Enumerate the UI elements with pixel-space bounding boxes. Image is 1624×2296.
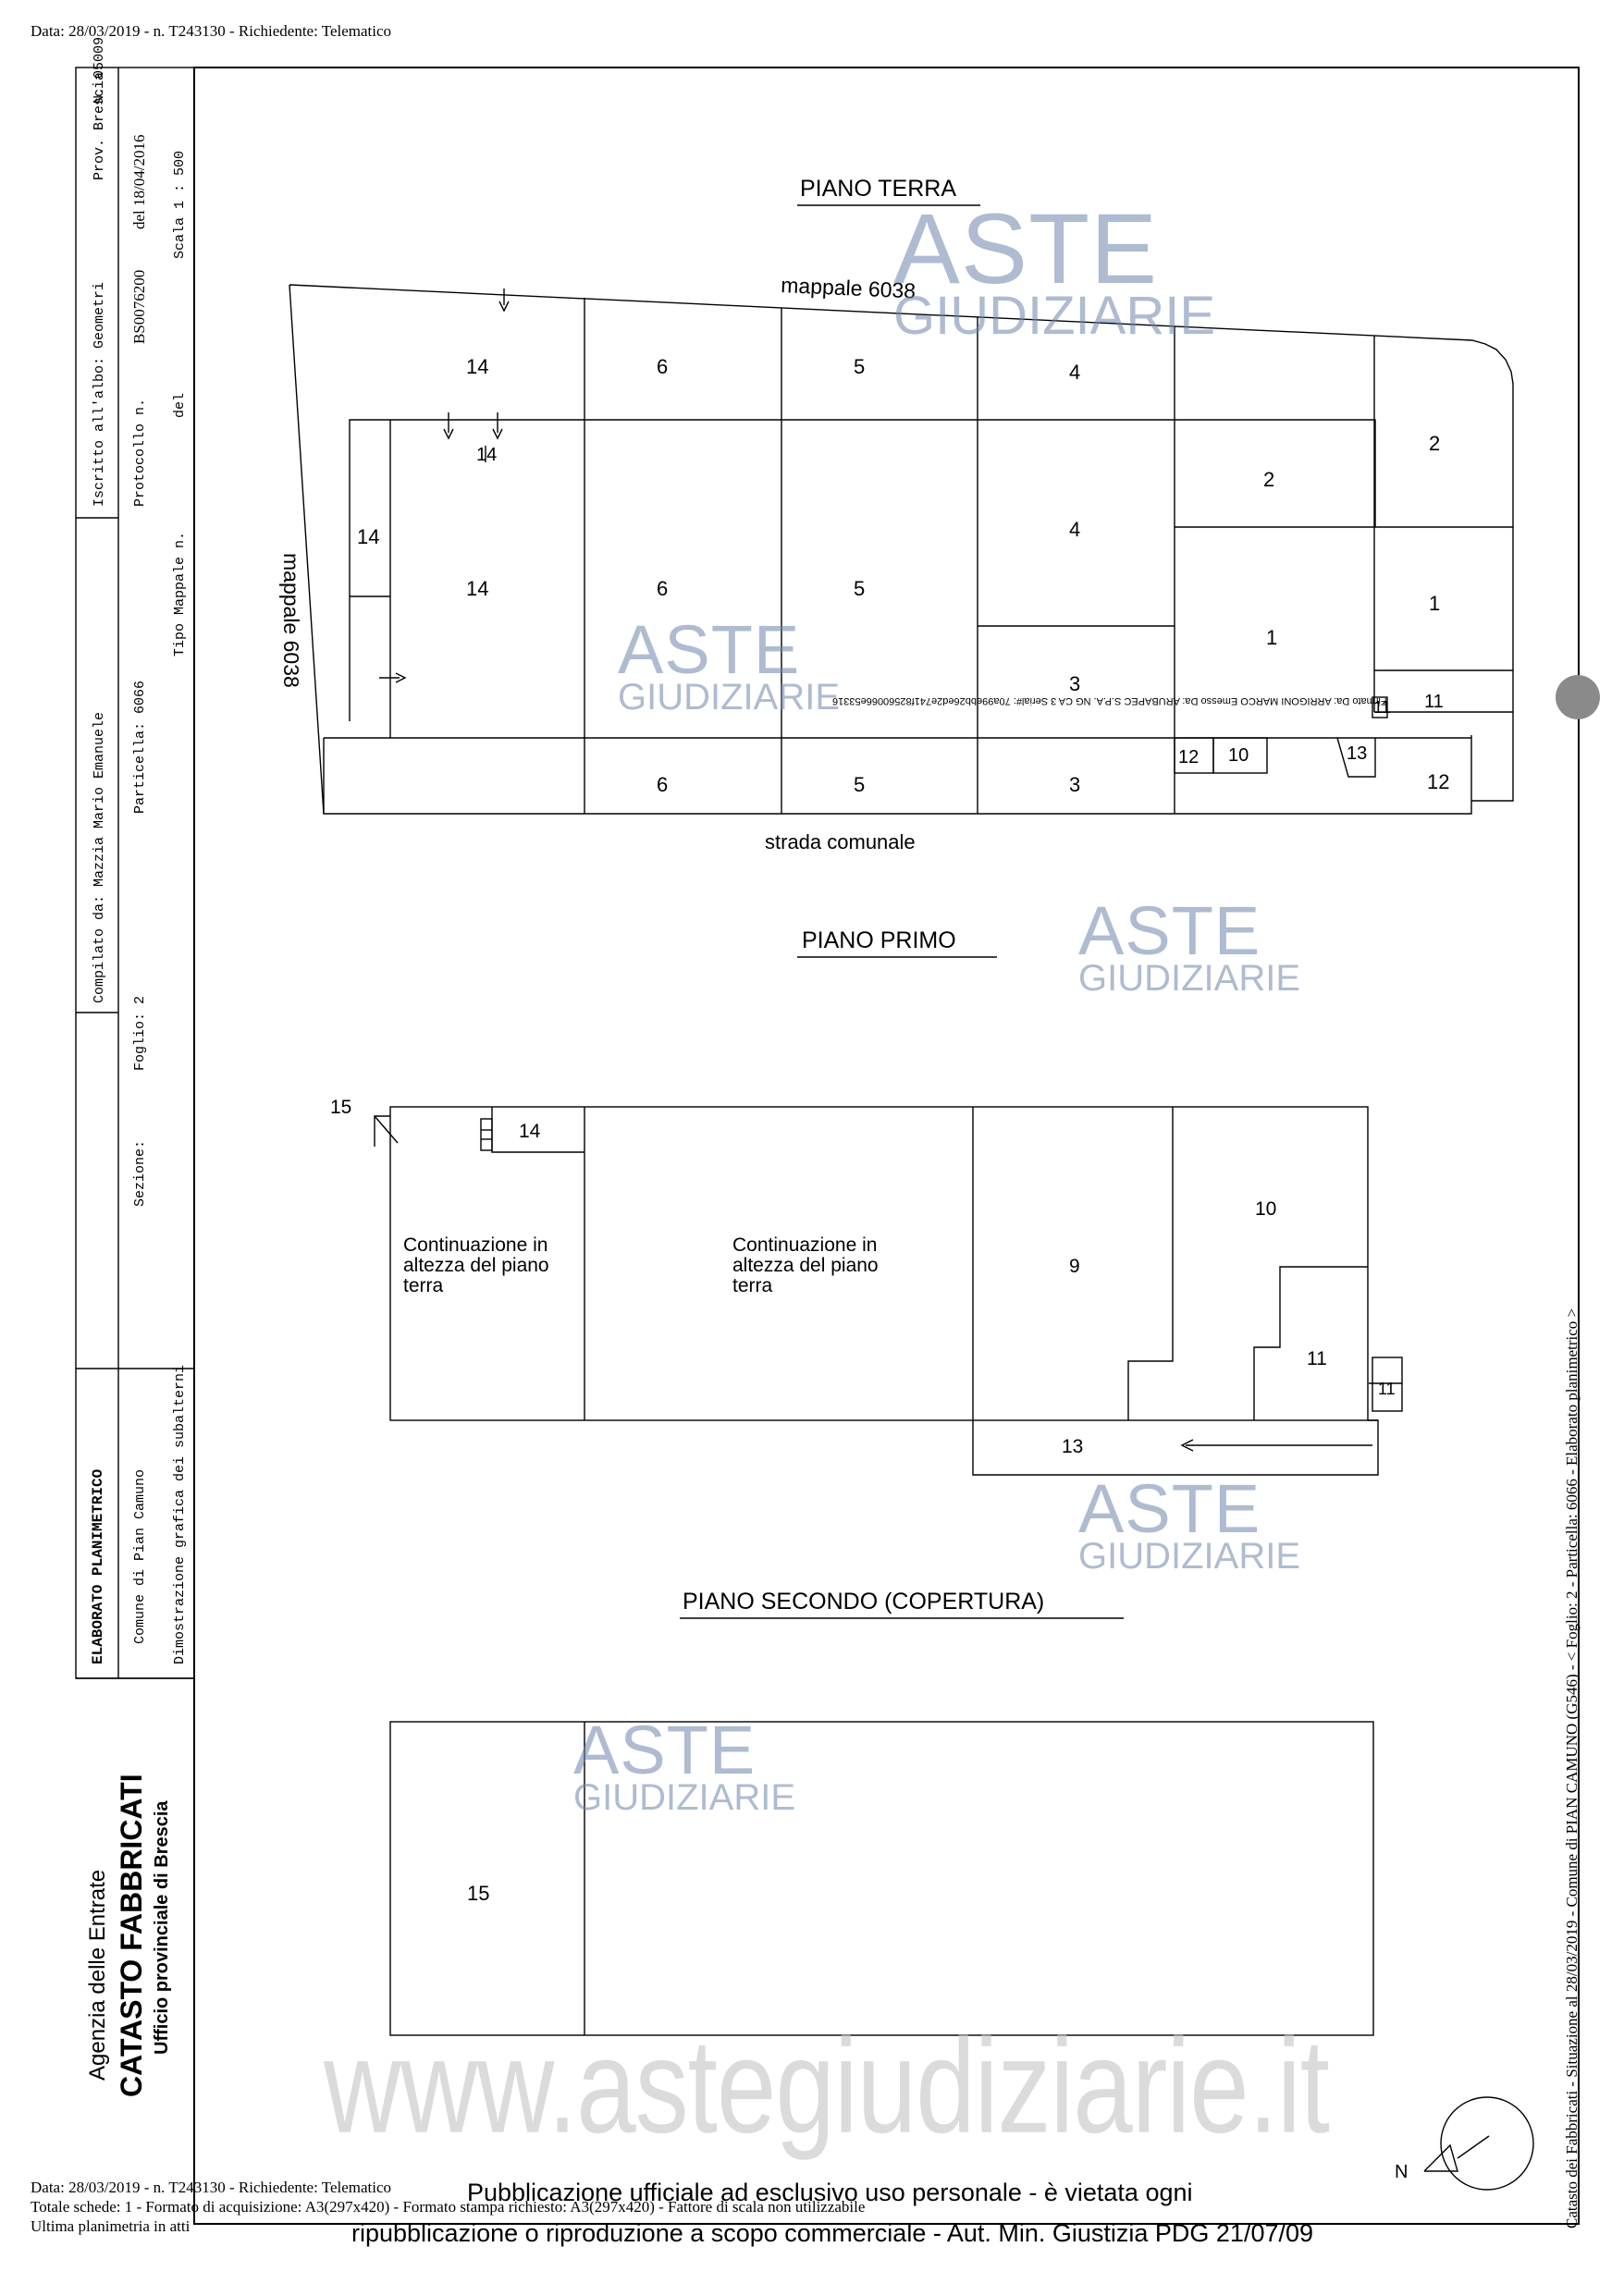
- dimostrazione-label: Dimostrazione grafica dei subalterni: [172, 1364, 188, 1664]
- sub-3: 3: [1069, 773, 1081, 796]
- sub-11: 11: [1307, 1348, 1327, 1369]
- ufficio-label: Ufficio provinciale di Brescia: [152, 1800, 172, 2055]
- side-note: Catasto dei Fabbricati - Situazione al 2…: [1563, 1308, 1581, 2228]
- sub-11: 11: [1424, 692, 1444, 712]
- sub-14: 14: [519, 1121, 541, 1142]
- protocollo-label: Protocollo n.: [132, 398, 148, 507]
- n-label: N. 05009: [92, 36, 107, 104]
- seal-icon: [1556, 675, 1600, 719]
- compilato-label: Compilato da: Mazzia Mario Emanuele: [92, 711, 107, 1003]
- foglio-label: Foglio: 2: [132, 995, 148, 1071]
- sub-13: 13: [1062, 1436, 1084, 1457]
- sub-12: 12: [1178, 747, 1200, 767]
- sub-4: 4: [1069, 361, 1081, 384]
- scala-label: Scala 1 : 500: [172, 150, 188, 259]
- piano-primo-title: PIANO PRIMO: [802, 927, 956, 953]
- strada-label: strada comunale: [765, 830, 916, 853]
- elaborato-title: ELABORATO PLANIMETRICO: [90, 1468, 106, 1664]
- sub-13: 13: [1347, 743, 1368, 764]
- sub-15: 15: [330, 1097, 352, 1118]
- sezione-label: Sezione:: [132, 1139, 148, 1207]
- piano-secondo-title: PIANO SECONDO (COPERTURA): [683, 1589, 1045, 1615]
- footer-line-3: Ultima planimetria in atti: [31, 2217, 191, 2235]
- iscritto-label: Iscritto all'albo: Geometri: [92, 281, 107, 507]
- sub-1: 1: [1429, 592, 1441, 615]
- site-watermark: www.astegiudiziarie.it: [324, 2010, 1330, 2162]
- agenzia-label: Agenzia delle Entrate: [85, 1869, 110, 2081]
- sub-6: 6: [657, 577, 669, 600]
- header-line: Data: 28/03/2019 - n. T243130 - Richiede…: [31, 22, 392, 40]
- protocollo-date: del 18/04/2016: [130, 134, 148, 229]
- catasto-label: CATASTO FABBRICATI: [115, 1774, 148, 2097]
- publication-line-1: Pubblicazione ufficiale ad esclusivo uso…: [467, 2179, 1193, 2206]
- sub-2: 2: [1263, 468, 1275, 491]
- particella-label: Particella: 6066: [132, 680, 148, 814]
- tipo-mappale-label: Tipo Mappale n.: [172, 531, 188, 657]
- sub-5: 5: [854, 773, 866, 796]
- sub-11: 11: [1373, 698, 1391, 717]
- sub-6: 6: [657, 773, 669, 796]
- sub-14: 14: [466, 577, 489, 600]
- sub-15: 15: [467, 1882, 490, 1905]
- protocollo-number: BS0076200: [130, 269, 148, 344]
- mappale-left-label: mappale 6038: [279, 553, 303, 688]
- sub-5: 5: [854, 577, 866, 600]
- sub-10: 10: [1255, 1198, 1277, 1220]
- sub-9: 9: [1069, 1256, 1080, 1277]
- footer-line-2: Totale schede: 1 - Formato di acquisizio…: [31, 2198, 866, 2216]
- sub-14: 14: [466, 355, 489, 378]
- sub-3: 3: [1069, 672, 1081, 695]
- sub-1: 1: [1266, 626, 1278, 649]
- sub-4: 4: [1069, 518, 1081, 541]
- sub-11: 11: [1378, 1380, 1396, 1398]
- sub-5: 5: [854, 355, 866, 378]
- footer-line-1: Data: 28/03/2019 - n. T243130 - Richiede…: [31, 2179, 392, 2196]
- piano-terra-title: PIANO TERRA: [800, 176, 957, 202]
- sub-10: 10: [1228, 745, 1249, 766]
- sub-6: 6: [657, 355, 669, 378]
- comune-label: Comune di Pian Camuno: [132, 1468, 148, 1644]
- publication-line-2: ripubblicazione o riproduzione a scopo c…: [351, 2219, 1314, 2247]
- del-label: del: [172, 392, 188, 418]
- signature-line: Firmato Da: ARRIGONI MARCO Emesso Da: AR…: [832, 695, 1387, 706]
- sub-14: 14: [476, 445, 498, 465]
- sub-2: 2: [1429, 432, 1441, 455]
- sub-12: 12: [1427, 770, 1450, 793]
- sub-14: 14: [357, 525, 380, 548]
- north-label: N: [1395, 2162, 1409, 2182]
